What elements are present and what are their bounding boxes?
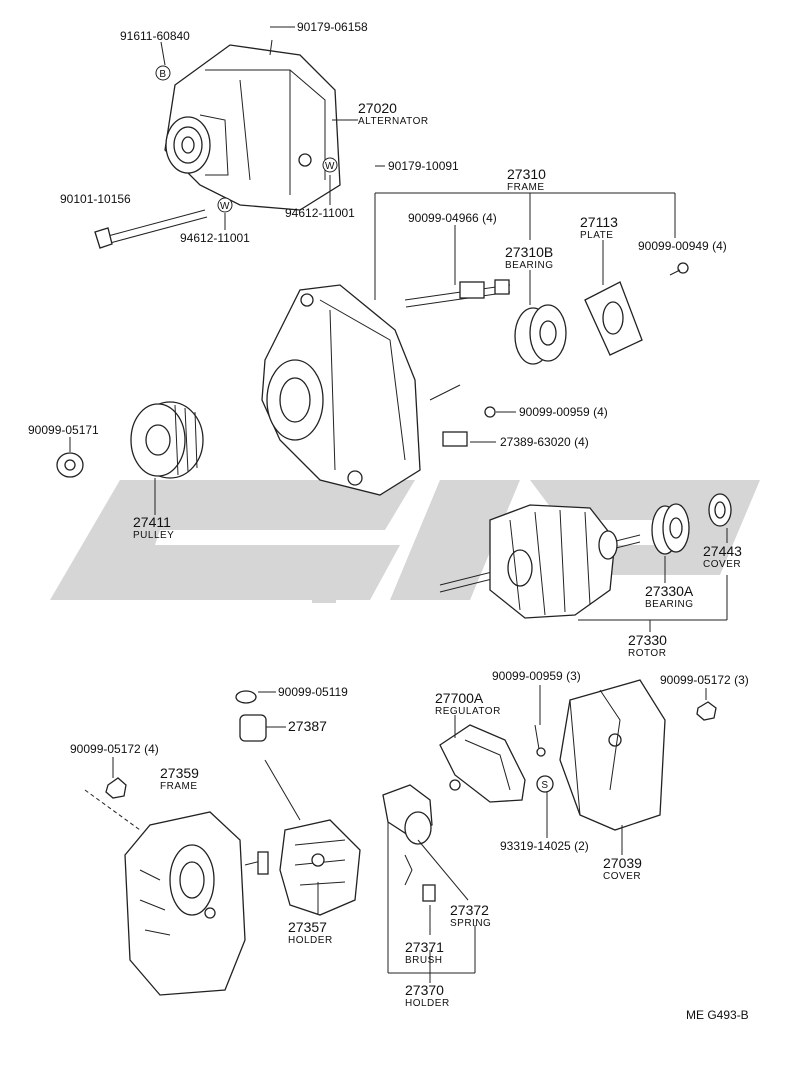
label-27357-name: HOLDER: [288, 935, 333, 946]
rotor-drawing: [439, 504, 641, 619]
nut-05172a-drawing: [696, 701, 717, 721]
footer-diagram-code: ME G493-B: [686, 1008, 749, 1022]
label-27371-name: BRUSH: [405, 955, 443, 966]
label-27357-number: 27357: [288, 919, 327, 935]
label-27372-number: 27372: [450, 902, 489, 918]
terminal-screw-drawing: [429, 384, 496, 447]
label-04966-number: 90099-04966 (4): [408, 211, 497, 225]
label-27113-number: 27113: [580, 214, 618, 230]
label-27411-number: 27411: [133, 514, 171, 530]
label-27389-number: 27389-63020 (4): [500, 435, 589, 449]
cover-27443-drawing: [708, 493, 732, 527]
label-27443-name: COVER: [703, 559, 741, 570]
s-clip-drawing: [536, 775, 554, 793]
label-27039-name: COVER: [603, 871, 641, 882]
part-labels: 91611-60840 B 90179-06158 27020 ALTERNAT…: [28, 20, 749, 1022]
label-90179a-number: 90179-06158: [297, 20, 368, 34]
label-93319-number: 93319-14025 (2): [500, 839, 589, 853]
long-bolt-drawing: [94, 209, 208, 249]
label-94612a-number: 94612-11001: [180, 231, 250, 245]
label-27700a-number: 27700A: [435, 690, 484, 706]
badge-94612a: [217, 197, 233, 213]
pulley-drawing: [130, 401, 204, 479]
screw-00959b-drawing: [534, 724, 546, 757]
label-27330-name: ROTOR: [628, 648, 666, 659]
label-94612b-number: 94612-11001: [285, 206, 355, 220]
label-05171-number: 90099-05171: [28, 423, 99, 437]
label-27310b-name: BEARING: [505, 260, 554, 271]
bearing-27330a-drawing: [651, 503, 690, 555]
label-27310-name: FRAME: [507, 182, 545, 193]
label-27359-number: 27359: [160, 765, 199, 781]
label-00959a-number: 90099-00959 (4): [519, 405, 608, 419]
bearing-27310b-drawing: [514, 304, 567, 365]
label-27020-name: ALTERNATOR: [358, 116, 429, 127]
brush-holder-drawing: [382, 784, 436, 902]
label-90179b-number: 90179-10091: [388, 159, 459, 173]
collar-drawing: [56, 452, 84, 478]
label-27372-name: SPRING: [450, 918, 491, 929]
screw-00949-drawing: [669, 262, 689, 276]
rectifier-holder-drawing: [279, 819, 361, 916]
label-05119-number: 90099-05119: [278, 685, 348, 699]
label-27330a-number: 27330A: [645, 583, 694, 599]
label-91611-number: 91611-60840: [120, 29, 190, 43]
regulator-drawing: [439, 724, 526, 803]
label-27370-name: HOLDER: [405, 998, 450, 1009]
label-00959b-number: 90099-00959 (3): [492, 669, 581, 683]
badge-91611-letter: B: [159, 69, 166, 80]
label-27310-number: 27310: [507, 166, 546, 182]
label-27310b-number: 27310B: [505, 244, 553, 260]
label-00949-number: 90099-00949 (4): [638, 239, 727, 253]
badge-94612a-letter: W: [220, 201, 230, 212]
alternator-assembly-drawing: [164, 39, 341, 211]
label-27113-name: PLATE: [580, 230, 613, 241]
label-05172a-number: 90099-05172 (3): [660, 673, 749, 687]
badge-93319-letter: S: [541, 780, 548, 791]
label-05172b-number: 90099-05172 (4): [70, 742, 159, 756]
leader-lines: [69, 26, 728, 983]
nut-05172b-drawing: [105, 777, 127, 799]
frame-27310-drawing: [261, 284, 421, 496]
label-27700a-name: REGULATOR: [435, 706, 501, 717]
label-90101-number: 90101-10156: [60, 192, 131, 206]
watermark-logo: [50, 480, 760, 603]
label-27330a-name: BEARING: [645, 599, 694, 610]
insulator-drawing: [235, 690, 301, 821]
cover-27039-drawing: [559, 679, 666, 831]
label-27020-number: 27020: [358, 100, 397, 116]
label-27359-name: FRAME: [160, 781, 198, 792]
badge-94612b: [322, 157, 338, 173]
label-27387-number: 27387: [288, 718, 327, 734]
plate-27113-drawing: [584, 281, 643, 356]
label-27411-name: PULLEY: [133, 530, 174, 541]
label-27371-number: 27371: [405, 939, 444, 955]
badge-94612b-letter: W: [325, 161, 335, 172]
through-bolt-drawing: [404, 279, 511, 308]
label-27443-number: 27443: [703, 543, 742, 559]
badge-91611: [155, 65, 171, 81]
label-27039-number: 27039: [603, 855, 642, 871]
label-27370-number: 27370: [405, 982, 444, 998]
frame-27359-drawing: [124, 811, 269, 996]
label-27330-number: 27330: [628, 632, 667, 648]
